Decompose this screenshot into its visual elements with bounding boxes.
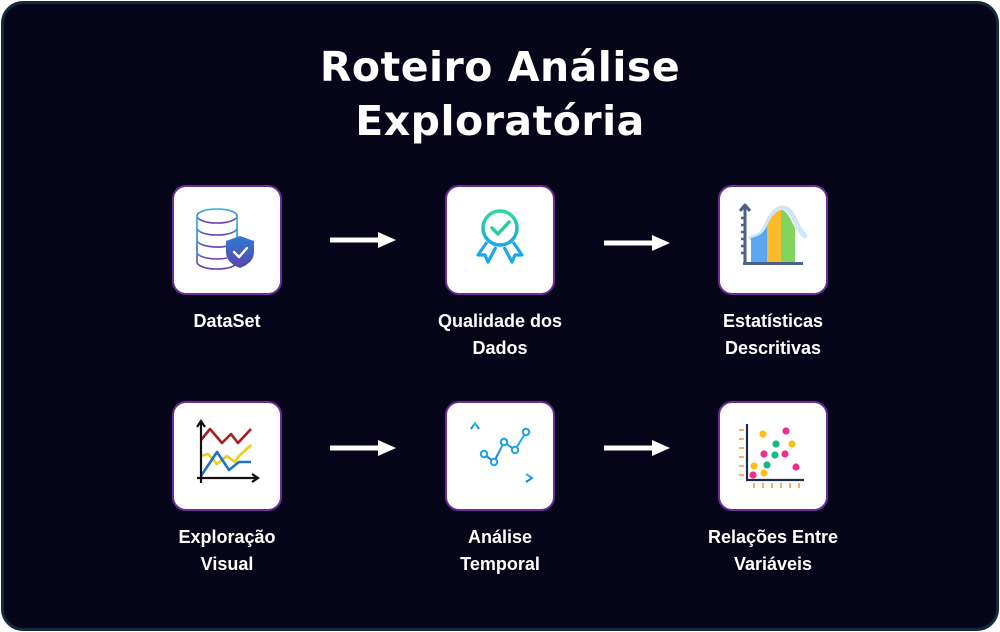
step-card-temporal [445, 401, 555, 511]
step-card-dataset [172, 185, 282, 295]
step-card-exploracao [172, 401, 282, 511]
step-label-qualidade: Qualidade dos Dados [437, 311, 563, 358]
step-label-dataset: DataSet [193, 311, 261, 331]
scatter-plot-icon [739, 424, 804, 488]
time-series-chart-icon [470, 421, 534, 483]
step-card-estatisticas [718, 185, 828, 295]
distribution-curve-icon [738, 203, 808, 265]
title-line-2: Exploratória [355, 97, 645, 145]
quality-badge-icon [476, 209, 524, 264]
step-label-relacoes: Relações Entre Variáveis [707, 527, 839, 574]
arrow-right-icon [604, 440, 670, 456]
arrow-right-icon [604, 235, 670, 251]
arrow-right-icon [330, 232, 396, 248]
arrow-right-icon [330, 440, 396, 456]
step-label-temporal: Análise Temporal [460, 527, 540, 574]
database-shield-icon [196, 208, 254, 270]
step-label-exploracao: Exploração Visual [178, 527, 276, 574]
step-card-qualidade [445, 185, 555, 295]
multi-line-chart-icon [196, 419, 260, 483]
title-line-1: Roteiro Análise [319, 43, 681, 91]
step-card-relacoes [718, 401, 828, 511]
step-label-estatisticas: Estatísticas Descritivas [722, 311, 824, 358]
diagram-title: Roteiro Análise Exploratória [0, 40, 1000, 148]
